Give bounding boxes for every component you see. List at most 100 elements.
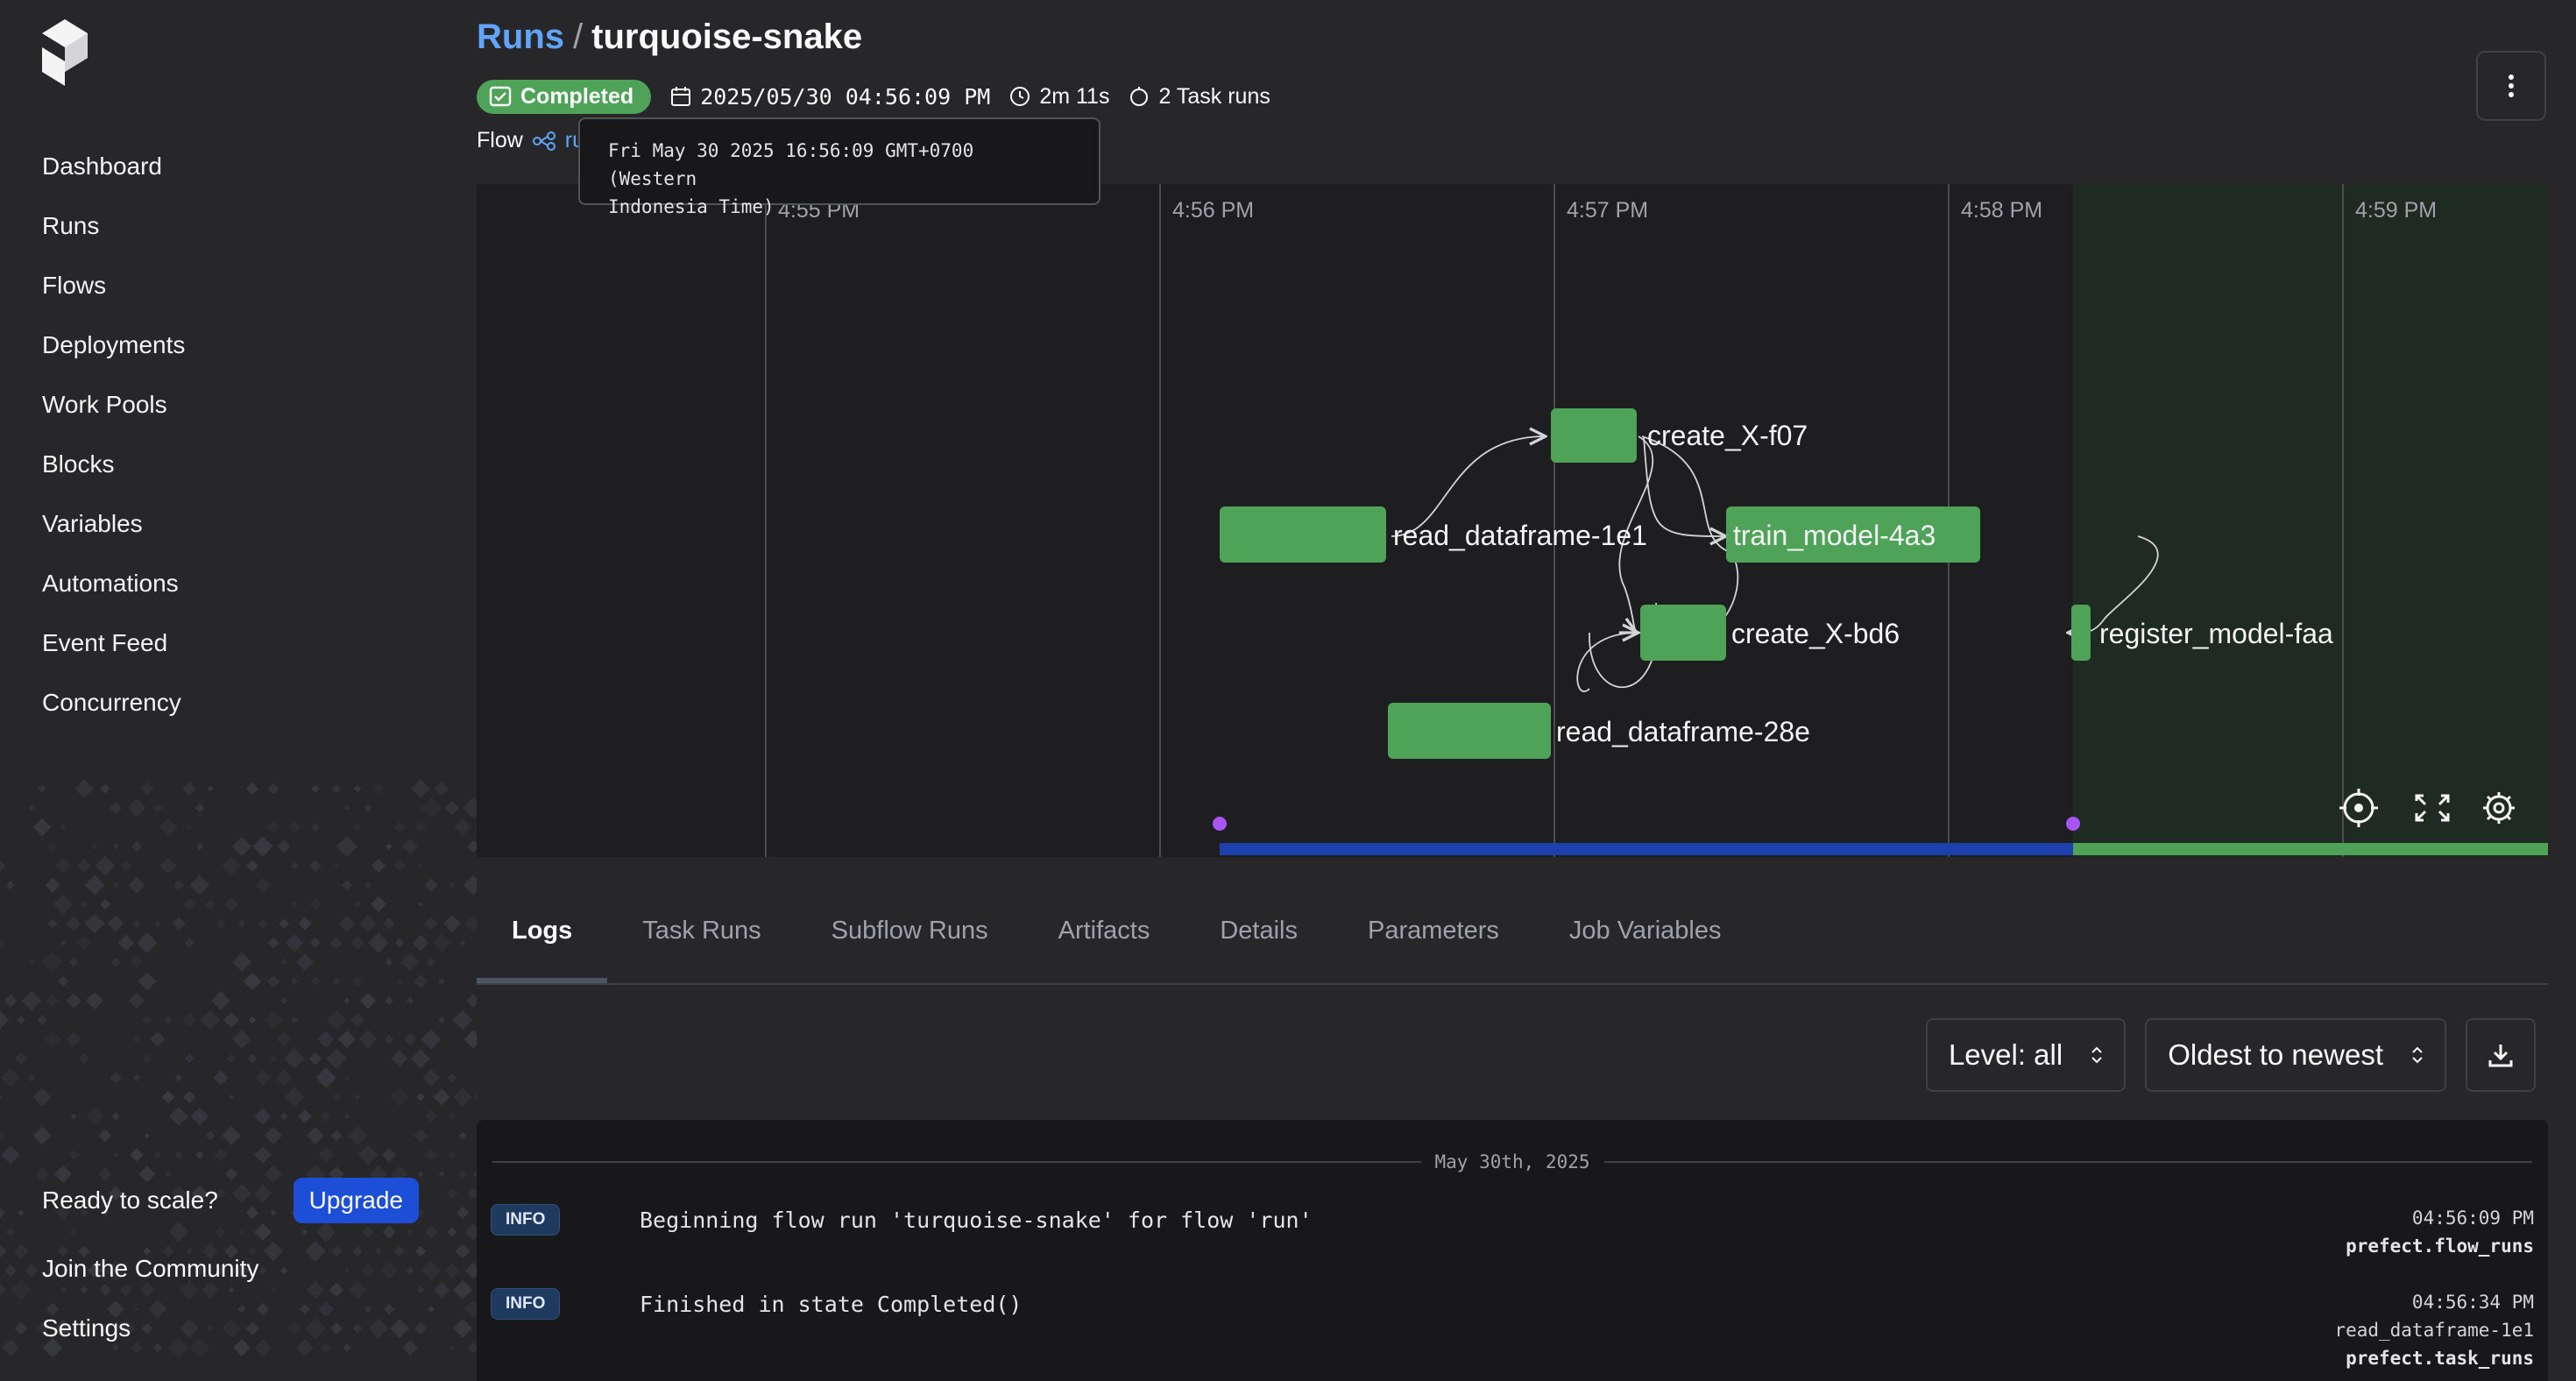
- task-bar[interactable]: [1551, 408, 1637, 463]
- run-tabs: Logs Task Runs Subflow Runs Artifacts De…: [477, 885, 2548, 985]
- pattern-diamond: [66, 916, 81, 931]
- tab-job-variables[interactable]: Job Variables: [1568, 917, 1722, 945]
- sidebar-item-event-feed[interactable]: Event Feed: [42, 629, 168, 656]
- tab-logs[interactable]: Logs: [477, 885, 608, 983]
- pattern-diamond: [101, 1208, 110, 1217]
- pattern-diamond: [213, 1070, 229, 1086]
- task-node-create-x-bd6[interactable]: create_X-bd6: [1640, 605, 1900, 661]
- pattern-diamond: [453, 1319, 472, 1338]
- task-runs-count[interactable]: 2 Task runs: [1129, 84, 1270, 110]
- pattern-diamond: [37, 1015, 47, 1025]
- task-bar[interactable]: [1640, 605, 1726, 661]
- log-date-divider: May 30th, 2025: [492, 1151, 2533, 1172]
- sidebar-item-runs[interactable]: Runs: [42, 212, 100, 239]
- prefect-logo[interactable]: [42, 19, 88, 86]
- sidebar-item-variables[interactable]: Variables: [42, 510, 143, 537]
- pattern-diamond: [222, 856, 241, 875]
- pattern-diamond: [182, 897, 196, 911]
- pattern-diamond: [354, 901, 361, 908]
- log-level-badge: INFO: [491, 1288, 561, 1320]
- pattern-diamond: [369, 1165, 388, 1184]
- more-options-button[interactable]: [2476, 51, 2546, 121]
- pattern-diamond: [152, 803, 163, 813]
- pattern-diamond: [300, 1304, 310, 1314]
- pattern-diamond: [14, 1321, 28, 1335]
- timeline-canvas[interactable]: 4:55 PM 4:56 PM 4:57 PM 4:58 PM 4:59 PM …: [477, 184, 2548, 857]
- pattern-diamond: [266, 820, 280, 834]
- task-node-read-dataframe-28e[interactable]: read_dataframe-28e: [1388, 703, 1810, 759]
- sidebar-item-deployments[interactable]: Deployments: [42, 331, 186, 358]
- ready-to-scale: Ready to scale? Upgrade: [42, 1174, 419, 1227]
- task-node-create-x-f07[interactable]: create_X-f07: [1551, 408, 1808, 463]
- breadcrumb-runs[interactable]: Runs: [477, 18, 564, 56]
- pattern-diamond: [28, 804, 35, 811]
- join-community-link[interactable]: Join the Community: [42, 1255, 259, 1282]
- recenter-button[interactable]: [2339, 789, 2378, 827]
- start-time[interactable]: 2025/05/30 04:56:09 PM: [670, 84, 990, 110]
- pattern-diamond: [364, 881, 372, 889]
- tab-parameters[interactable]: Parameters: [1368, 917, 1499, 945]
- pattern-diamond: [77, 859, 91, 873]
- sidebar-item-automations[interactable]: Automations: [42, 570, 179, 597]
- pattern-diamond: [131, 918, 142, 929]
- tab-task-runs[interactable]: Task Runs: [642, 917, 761, 945]
- task-bar[interactable]: [2071, 605, 2091, 661]
- pattern-diamond: [309, 860, 322, 872]
- pattern-diamond: [207, 1325, 214, 1332]
- pattern-diamond: [98, 1283, 112, 1297]
- pattern-diamond: [190, 1107, 209, 1126]
- sidebar-item-concurrency[interactable]: Concurrency: [42, 689, 181, 716]
- sidebar-item-work-pools[interactable]: Work Pools: [42, 391, 167, 418]
- sidebar-item-flows[interactable]: Flows: [42, 272, 107, 299]
- upgrade-button[interactable]: Upgrade: [293, 1178, 419, 1223]
- pattern-diamond: [305, 1318, 326, 1339]
- pattern-diamond: [424, 917, 438, 931]
- fullscreen-button[interactable]: [2415, 794, 2450, 822]
- pattern-diamond: [432, 933, 451, 953]
- task-node-register-model-faa[interactable]: register_model-faa: [2071, 605, 2333, 661]
- settings-link[interactable]: Settings: [42, 1314, 131, 1342]
- task-bar[interactable]: [1726, 506, 1980, 563]
- tab-artifacts[interactable]: Artifacts: [1058, 917, 1150, 945]
- task-bar[interactable]: [1220, 506, 1386, 563]
- pattern-diamond: [44, 1030, 61, 1048]
- sidebar-background-pattern: [0, 779, 477, 1358]
- pattern-diamond: [25, 1264, 39, 1278]
- pattern-diamond: [372, 783, 385, 795]
- timeline-settings-button[interactable]: [2483, 792, 2515, 824]
- pattern-diamond: [180, 1319, 199, 1338]
- run-end-marker: [2066, 817, 2080, 831]
- task-bar[interactable]: [1388, 703, 1551, 759]
- tab-details[interactable]: Details: [1220, 917, 1299, 945]
- tab-subflow-runs[interactable]: Subflow Runs: [831, 917, 988, 945]
- pattern-diamond: [290, 977, 299, 986]
- task-node-read-dataframe-1e1[interactable]: read_dataframe-1e1: [1220, 506, 1647, 563]
- sort-order-select[interactable]: Oldest to newest: [2145, 1018, 2446, 1092]
- pattern-diamond: [284, 1087, 305, 1108]
- download-logs-button[interactable]: [2466, 1018, 2536, 1092]
- pattern-diamond: [444, 800, 460, 816]
- pattern-diamond: [434, 781, 449, 797]
- pattern-diamond: [280, 997, 287, 1004]
- flow-row: Flow ru: [477, 128, 584, 153]
- pattern-diamond: [306, 1280, 325, 1300]
- pattern-diamond: [184, 1053, 195, 1064]
- task-node-train-model-4a3[interactable]: train_model-4a3: [1726, 506, 1980, 563]
- flow-run-timeline[interactable]: 4:55 PM 4:56 PM 4:57 PM 4:58 PM 4:59 PM …: [477, 184, 2548, 857]
- sidebar-item-blocks[interactable]: Blocks: [42, 450, 115, 478]
- pattern-diamond: [42, 952, 63, 973]
- level-select[interactable]: Level: all: [1925, 1018, 2127, 1092]
- pattern-diamond: [444, 1263, 460, 1278]
- pattern-diamond: [139, 1282, 155, 1298]
- log-source[interactable]: read_dataframe-1e1: [2334, 1320, 2534, 1341]
- pattern-diamond: [446, 1187, 458, 1200]
- pattern-diamond: [411, 779, 430, 798]
- pattern-diamond: [290, 861, 299, 870]
- chevron-up-down-icon: [2091, 1046, 2102, 1064]
- download-icon: [2488, 1045, 2513, 1067]
- tooltip-line-1: Fri May 30 2025 16:56:09 GMT+0700 (Weste…: [608, 140, 974, 189]
- pattern-diamond: [393, 1245, 406, 1257]
- pattern-diamond: [171, 1186, 187, 1201]
- sidebar-item-dashboard[interactable]: Dashboard: [42, 152, 162, 180]
- pattern-diamond: [454, 818, 471, 836]
